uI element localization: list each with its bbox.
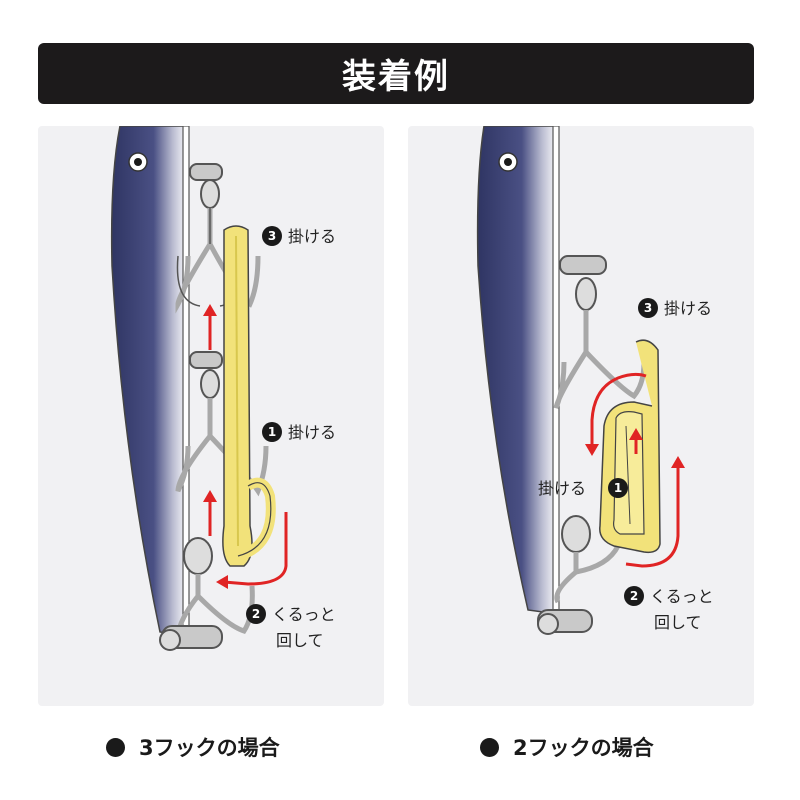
step-3-label: 3 掛ける [262, 226, 336, 246]
caption-3-hooks: 3フックの場合 [106, 730, 280, 764]
caption-text: 3フックの場合 [139, 736, 280, 760]
step-3-text: 掛ける [288, 227, 336, 246]
step-2-text-line2: 回して [654, 613, 702, 632]
step-1-number: 1 [614, 481, 622, 495]
step-2-label: 2 くるっと 回して [246, 604, 336, 650]
step-3-label: 3 掛ける [638, 298, 712, 318]
step-2-number: 2 [252, 607, 260, 621]
lure-body [476, 126, 559, 615]
red-arrow-lower [203, 490, 217, 536]
treble-hook-top [553, 255, 647, 409]
treble-hook-bottom [159, 537, 255, 651]
step-1-label: 1 掛ける [262, 422, 336, 442]
caption-text: 2フックの場合 [513, 736, 654, 760]
title-bar: 装着例 [38, 43, 754, 104]
step-1-text: 掛ける [288, 423, 336, 442]
step-2-number: 2 [630, 589, 638, 603]
step-2-label: 2 くるっと 回して [624, 586, 714, 632]
page-title: 装着例 [342, 57, 450, 97]
lure-illustration-2-hooks: 3 掛ける 掛ける 1 2 くるっと 回して [476, 126, 714, 635]
diagram-panel-2-hooks: 3 掛ける 掛ける 1 2 くるっと 回して [408, 126, 754, 706]
red-arrow-curl [216, 512, 288, 589]
step-1-label: 掛ける 1 [538, 478, 628, 498]
caption-2-hooks: 2フックの場合 [480, 730, 654, 764]
step-2-text-line1: くるっと [272, 605, 336, 624]
red-arrow-loop [585, 372, 647, 456]
step-1-number: 1 [268, 425, 276, 439]
red-arrow-curl [625, 456, 685, 568]
red-arrow-up-short [629, 428, 643, 454]
step-2-text-line1: くるっと [650, 587, 714, 606]
red-arrow-upper [203, 304, 217, 350]
lure-edge [552, 126, 560, 615]
diagram-panel-3-hooks: 3 掛ける 1 掛ける 2 くるっと 回して [38, 126, 384, 706]
step-3-text: 掛ける [664, 299, 712, 318]
step-2-text-line2: 回して [276, 631, 324, 650]
lure-illustration-3-hooks: 3 掛ける 1 掛ける 2 くるっと 回して [110, 126, 336, 651]
step-3-number: 3 [644, 301, 652, 315]
bullet-icon [106, 737, 125, 757]
lure-body [110, 126, 189, 637]
bullet-icon [480, 737, 499, 757]
treble-hook-middle [175, 351, 269, 497]
treble-hook-bottom [537, 510, 624, 635]
step-3-number: 3 [268, 229, 276, 243]
step-1-text: 掛ける [538, 479, 586, 498]
